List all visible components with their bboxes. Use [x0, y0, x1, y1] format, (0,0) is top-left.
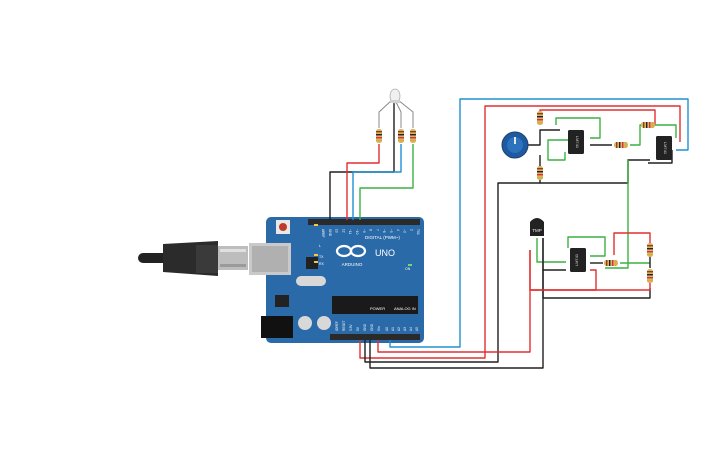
led-tx: [314, 254, 318, 256]
usb-cable-strain-relief: [138, 253, 168, 263]
digital-pin-label: ~11: [348, 229, 352, 234]
resistor[interactable]: [647, 243, 653, 257]
power-pin-label: IOREF: [335, 321, 339, 331]
digital-pin-label: 8: [369, 229, 373, 231]
capacitor-2: [317, 316, 331, 330]
capacitor-1: [298, 316, 312, 330]
potentiometer[interactable]: [501, 131, 529, 159]
resistor[interactable]: [537, 166, 543, 180]
chip-bottom-label: LM741: [574, 253, 579, 266]
analog-pin-label: A1: [391, 327, 395, 331]
wire-black-led-ground[interactable]: [329, 96, 395, 220]
analog-pin-label: A2: [397, 327, 401, 331]
opamp-chip-top-left[interactable]: LM741: [568, 130, 584, 154]
chip-top-right-label: LM741: [663, 142, 668, 155]
digital-pin-label: 2: [409, 229, 413, 231]
wire-black-gnd-bottom[interactable]: [369, 238, 544, 369]
power-jack: [261, 316, 293, 338]
power-pin-label: 3.3V: [349, 324, 353, 331]
resistor[interactable]: [604, 260, 618, 266]
digital-pin-label: 12: [341, 229, 345, 233]
voltage-regulator: [275, 295, 289, 307]
board-brand-label: ARDUINO: [342, 262, 363, 267]
usb-cable[interactable]: [138, 241, 248, 276]
digital-pin-label: 7: [375, 229, 379, 231]
chip-top-left-label: LM741: [575, 136, 580, 149]
digital-header: [308, 219, 420, 225]
digital-pin-label: ~5: [389, 229, 393, 233]
digital-pin-label: RX0: [423, 229, 427, 235]
power-pin-label: RESET: [342, 320, 346, 331]
l-label: L: [319, 244, 321, 248]
wire-red-led[interactable]: [346, 144, 380, 220]
power-pin-label: GND: [363, 323, 367, 331]
wire-red-5v-top[interactable]: [359, 105, 681, 359]
digital-pin-label: 13: [335, 229, 339, 233]
analog-in-label: ANALOG IN: [394, 306, 416, 311]
analog-pin-label: A5: [415, 327, 419, 331]
digital-pin-label: TX1: [416, 229, 420, 235]
temperature-sensor[interactable]: TMP: [530, 218, 544, 236]
digital-pin-label: AREF: [321, 229, 325, 238]
digital-pin-label: ~3: [403, 229, 407, 233]
analog-pin-label: A0: [385, 327, 389, 331]
digital-pin-label: ~10: [355, 229, 359, 235]
digital-pin-label: GND: [328, 229, 332, 237]
resistor[interactable]: [614, 142, 628, 148]
power-analog-header: [330, 334, 420, 340]
led-rx: [314, 261, 318, 263]
analog-pin-label: A4: [409, 327, 413, 331]
on-label: ON: [405, 267, 411, 271]
opamp-chip-top-right[interactable]: LM741: [656, 136, 672, 160]
resistor[interactable]: [410, 129, 416, 143]
digital-pwm-label: DIGITAL (PWM~): [365, 235, 400, 240]
opamp-chip-bottom[interactable]: LM741: [570, 248, 586, 272]
analog-pin-label: A3: [403, 327, 407, 331]
resistors: [376, 111, 655, 283]
wire-blue-led[interactable]: [352, 144, 402, 220]
wire-green-led[interactable]: [359, 144, 414, 220]
power-pin-label: GND: [370, 323, 374, 331]
resistor[interactable]: [537, 111, 543, 125]
power-label: POWER: [370, 306, 385, 311]
crystal: [296, 276, 326, 286]
resistor[interactable]: [647, 269, 653, 283]
resistor[interactable]: [376, 129, 382, 143]
arduino-logo: [335, 244, 367, 258]
temperature-sensor-label: TMP: [532, 228, 542, 233]
led-on: [408, 264, 412, 266]
wire-black-gnd-top[interactable]: [364, 182, 540, 363]
wire-red-5v-bottom[interactable]: [377, 250, 531, 353]
resistor[interactable]: [641, 122, 655, 128]
atmega-chip: [332, 296, 418, 314]
potentiometer-knob-marker: [514, 137, 516, 144]
led-l: [314, 224, 318, 226]
resistor[interactable]: [398, 129, 404, 143]
rx-label: RX: [319, 262, 325, 266]
board-model-label: UNO: [375, 248, 395, 258]
usb-chip: [306, 257, 318, 269]
tx-label: TX: [319, 255, 324, 259]
power-pin-label: Vin: [377, 326, 381, 331]
power-pin-label: 5V: [356, 326, 360, 331]
digital-pin-label: ~9: [362, 229, 366, 233]
digital-pin-label: ~6: [382, 229, 386, 233]
arduino-uno-board[interactable]: ARDUINO UNO DIGITAL (PWM~) POWER ANALOG …: [249, 217, 427, 343]
rgb-led[interactable]: [389, 88, 401, 104]
digital-pin-label: 4: [396, 229, 400, 231]
wire-blue-analog[interactable]: [389, 98, 689, 348]
usb-plug-grip: [196, 245, 218, 273]
